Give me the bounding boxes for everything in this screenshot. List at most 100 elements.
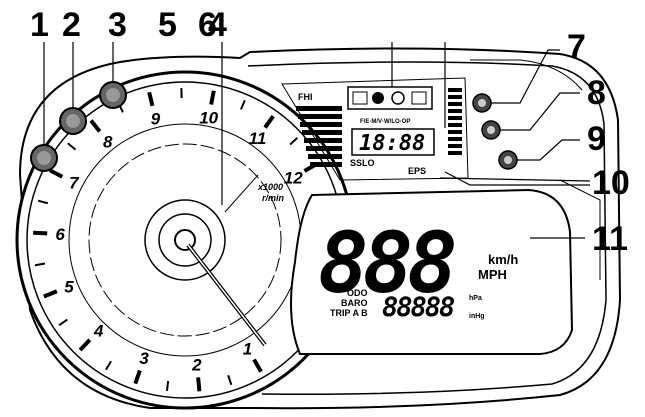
callout-7: 7: [567, 28, 586, 66]
unit-inhg: inHg: [469, 313, 485, 320]
clock-digits: 18:88: [359, 131, 425, 156]
tach-number: 8: [103, 133, 113, 152]
indicator-light-7-core: [478, 99, 486, 107]
leader-9: [517, 139, 580, 161]
tach-major-tick: [133, 369, 142, 385]
sslo-label: SSLO: [350, 158, 375, 168]
tach-unit-line1: x1000: [257, 182, 283, 192]
callout-labels: 1 2 3 5 6 4 7 8 9 10 11: [30, 6, 630, 258]
leader-8: [500, 92, 580, 131]
indicator-light-9-core: [504, 156, 512, 164]
leader-10-a: [444, 171, 590, 186]
tach-number: 5: [64, 277, 74, 296]
small-caption: F/E·M/V·W/LO·OP: [360, 119, 410, 125]
temp-bar-segment: [448, 88, 462, 92]
indicator-light-8-core: [487, 126, 495, 134]
indicator-light-2-core: [66, 114, 80, 128]
leader-7: [491, 49, 560, 104]
warning-icon-4: [411, 91, 427, 105]
eps-label: EPS: [408, 166, 426, 176]
tach-major-tick: [89, 119, 102, 133]
housing-ridge: [470, 59, 583, 91]
temp-bar-segment: [448, 95, 462, 99]
main-lcd-frame: [290, 188, 574, 355]
tach-minor-tick: [37, 199, 49, 205]
tach-minor-tick: [58, 318, 68, 327]
right-indicator-lights: [472, 93, 518, 170]
temp-bar-segment: [448, 144, 462, 148]
tach-major-tick: [147, 91, 155, 107]
leader-lines: [43, 42, 591, 239]
callout-9: 9: [587, 120, 606, 158]
shift-timing-light-sweep: [224, 174, 259, 213]
mode-trip: TRIP A B: [330, 308, 368, 318]
callout-2: 2: [62, 6, 81, 44]
tach-major-tick: [209, 90, 216, 105]
tach-minor-tick: [67, 142, 77, 151]
unit-hpa: hPa: [469, 295, 482, 302]
fuel-bar-segment: [308, 154, 342, 159]
tach-major-tick: [196, 377, 202, 392]
temp-bar-segment: [448, 151, 462, 155]
fuel-bar-segment: [300, 122, 342, 127]
tach-minor-tick: [165, 380, 170, 392]
indicator-light-3-core: [106, 88, 120, 102]
tachometer-needle-core: [187, 244, 266, 346]
fuel-bar-segment: [302, 130, 342, 135]
mode-baro: BARO: [341, 298, 368, 308]
tach-number: 9: [151, 110, 161, 129]
callout-10: 10: [592, 164, 630, 202]
temp-bar-segment: [448, 116, 462, 120]
tach-unit-line2: r/min: [262, 193, 285, 203]
tach-minor-tick: [239, 99, 246, 110]
fuel-bar-segment: [310, 162, 342, 167]
cluster-housing-outline: [18, 47, 622, 410]
tach-number: 4: [93, 321, 104, 340]
temp-bar-segment: [448, 109, 462, 113]
leader-10-b: [439, 177, 591, 182]
tach-major-tick: [48, 168, 64, 179]
tach-number: 10: [199, 108, 218, 127]
warning-icon-1: [352, 91, 368, 105]
fhi-label: FHI: [298, 92, 313, 102]
tach-major-tick: [78, 338, 92, 352]
tach-number: 12: [284, 169, 303, 188]
callout-4: 4: [208, 6, 227, 44]
cluster-inner-outline: [247, 61, 607, 396]
tach-number: 11: [249, 129, 267, 148]
tachometer-inner-track: [88, 143, 282, 337]
tach-minor-tick: [34, 262, 46, 267]
temp-bar-segment: [448, 130, 462, 134]
tach-major-tick: [263, 115, 275, 129]
clock-display-box: [351, 128, 435, 156]
tach-number: 7: [69, 174, 80, 193]
tach-minor-tick: [105, 360, 112, 371]
fuel-bar-segment: [306, 146, 342, 151]
fuel-bar-segment: [304, 138, 342, 143]
indicator-light-1-core: [37, 151, 51, 165]
tach-number: 2: [191, 355, 202, 374]
unit-mph: MPH: [478, 267, 507, 282]
temp-bar-segment: [448, 123, 462, 127]
mode-odo: ODO: [347, 288, 368, 298]
tach-major-tick: [252, 358, 263, 373]
tach-minor-tick: [227, 374, 233, 386]
tach-number: 3: [139, 349, 149, 368]
temperature-bars: [448, 88, 462, 155]
fuel-bar-segment: [298, 114, 342, 119]
odometer-digits: 88888: [382, 292, 454, 323]
callout-1: 1: [30, 6, 49, 44]
unit-kmh: km/h: [488, 252, 518, 267]
tachometer-ticks: [33, 88, 318, 392]
tach-major-tick: [43, 289, 58, 299]
warning-icon-3: [391, 91, 405, 105]
upper-lcd: FHI F/E·M/V·W/LO·OP 18:88 SSLO EPS: [281, 77, 469, 181]
tach-minor-tick: [289, 137, 299, 146]
fuel-bar-segment: [296, 106, 342, 111]
callout-5: 5: [158, 6, 177, 44]
warning-icon-2: [372, 92, 384, 104]
tach-major-tick: [33, 230, 48, 236]
